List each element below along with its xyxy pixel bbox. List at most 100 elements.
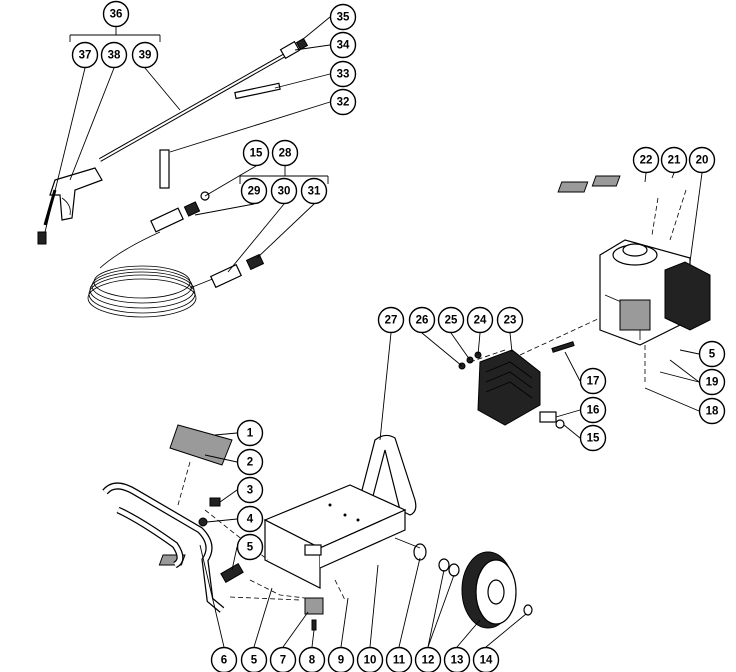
callout-circle — [269, 646, 297, 672]
callout-label: 19 — [706, 377, 719, 389]
callout-label: 36 — [110, 9, 123, 21]
callout-11: 11 — [385, 646, 413, 672]
callout-5: 5 — [698, 340, 726, 368]
callout-label: 34 — [337, 40, 350, 52]
callout-circle — [240, 646, 268, 672]
callout-label: 37 — [79, 50, 92, 62]
callout-circle — [270, 177, 298, 205]
callout-label: 39 — [139, 50, 152, 62]
callout-circle — [472, 646, 500, 672]
callout-circle — [236, 505, 264, 533]
callout-circle — [496, 306, 524, 334]
decal-part — [169, 424, 233, 527]
callout-label: 22 — [640, 155, 653, 167]
callout-label: 23 — [504, 315, 517, 327]
callout-15: 15 — [579, 424, 607, 452]
hose-coil-part — [87, 191, 265, 318]
callout-31: 31 — [300, 177, 328, 205]
callout-label: 7 — [280, 655, 286, 667]
callout-label: 28 — [279, 148, 292, 160]
callout-label: 5 — [251, 655, 258, 667]
callout-label: 29 — [248, 186, 261, 198]
callout-label: 20 — [696, 155, 709, 167]
callout-2: 2 — [236, 448, 264, 476]
callout-1: 1 — [236, 419, 264, 447]
callout-circle — [688, 146, 716, 174]
callout-label: 21 — [668, 155, 681, 167]
callout-label: 33 — [337, 69, 350, 81]
callout-7: 7 — [269, 646, 297, 672]
leader-lines — [44, 16, 703, 648]
callout-label: 3 — [247, 485, 253, 497]
callout-circle — [236, 533, 264, 561]
callout-circle — [240, 177, 268, 205]
callout-24: 24 — [466, 306, 494, 334]
callout-23: 23 — [496, 306, 524, 334]
callout-15: 15 — [242, 139, 270, 167]
callout-39: 39 — [131, 41, 159, 69]
callout-circle — [271, 139, 299, 167]
callout-label: 11 — [393, 655, 406, 667]
callout-label: 14 — [480, 655, 493, 667]
callout-circle — [632, 146, 660, 174]
callout-25: 25 — [437, 306, 465, 334]
callout-label: 15 — [587, 433, 600, 445]
callout-label: 31 — [308, 186, 321, 198]
callout-circle — [579, 367, 607, 395]
callout-label: 32 — [337, 97, 350, 109]
callout-30: 30 — [270, 177, 298, 205]
callout-5: 5 — [240, 646, 268, 672]
callout-19: 19 — [698, 368, 726, 396]
callout-circle — [437, 306, 465, 334]
callout-34: 34 — [329, 31, 357, 59]
callout-14: 14 — [472, 646, 500, 672]
callout-label: 18 — [706, 406, 719, 418]
callout-circle — [356, 646, 384, 672]
callout-circle — [414, 646, 442, 672]
callout-circle — [327, 646, 355, 672]
callout-4: 4 — [236, 505, 264, 533]
callout-circle — [329, 31, 357, 59]
callout-16: 16 — [579, 396, 607, 424]
callout-circle — [579, 396, 607, 424]
callout-35: 35 — [329, 3, 357, 31]
frame-cart-part — [158, 434, 417, 589]
callout-label: 5 — [247, 542, 254, 554]
callout-circle — [579, 424, 607, 452]
callout-38: 38 — [100, 41, 128, 69]
callout-label: 17 — [587, 376, 600, 388]
callout-label: 35 — [337, 12, 350, 24]
foot-part — [304, 597, 324, 631]
callout-6: 6 — [210, 646, 238, 672]
callout-label: 1 — [247, 428, 254, 440]
callout-12: 12 — [414, 646, 442, 672]
callout-32: 32 — [329, 88, 357, 116]
callout-18: 18 — [698, 397, 726, 425]
callout-9: 9 — [327, 646, 355, 672]
callout-label: 26 — [416, 315, 429, 327]
callout-circle — [100, 41, 128, 69]
callout-5: 5 — [236, 533, 264, 561]
engine-part — [557, 175, 711, 346]
callout-circle — [329, 60, 357, 88]
callout-21: 21 — [660, 146, 688, 174]
callout-10: 10 — [356, 646, 384, 672]
callout-17: 17 — [579, 367, 607, 395]
callout-circle — [242, 139, 270, 167]
wheel-part — [394, 537, 533, 629]
spray-wand-part — [99, 37, 309, 189]
callout-36: 36 — [102, 0, 130, 28]
callout-28: 28 — [271, 139, 299, 167]
pump-part — [458, 341, 575, 429]
callout-20: 20 — [688, 146, 716, 174]
callout-circle — [698, 340, 726, 368]
spray-gun-part — [37, 167, 103, 245]
callout-label: 8 — [309, 655, 316, 667]
callout-label: 4 — [247, 514, 254, 526]
callout-33: 33 — [329, 60, 357, 88]
callout-circle — [210, 646, 238, 672]
callout-circle — [131, 41, 159, 69]
